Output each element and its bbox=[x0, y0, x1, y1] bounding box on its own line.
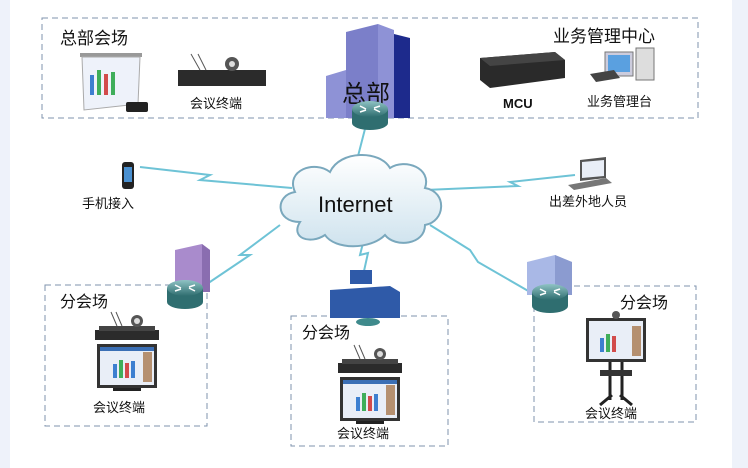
console-label: 业务管理台 bbox=[587, 94, 652, 110]
projector-screen-icon bbox=[80, 53, 148, 112]
mcu-device-icon bbox=[480, 52, 565, 88]
branch-center-terminal-label: 会议终端 bbox=[337, 426, 389, 442]
branch-left-venue-label: 分会场 bbox=[60, 292, 108, 311]
branch-box-center bbox=[290, 315, 449, 447]
remote-staff-label: 出差外地人员 bbox=[549, 195, 627, 210]
diagram-svg: 总部 总部会场 会议终端 业务管理中心 MCU 业务管理台 手机接入 出差外地人… bbox=[41, 17, 699, 447]
branch-box-right bbox=[533, 285, 697, 423]
branch-right-terminal-label: 会议终端 bbox=[585, 406, 637, 422]
hq-router-icon bbox=[351, 100, 389, 131]
management-center-label: 业务管理中心 bbox=[553, 27, 655, 47]
mobile-phone-icon bbox=[122, 162, 134, 189]
mcu-label: MCU bbox=[503, 96, 533, 111]
branch-right-router-icon bbox=[531, 283, 569, 314]
branch-center-terminal-icon bbox=[337, 344, 403, 425]
branch-right-venue-label: 分会场 bbox=[620, 293, 668, 312]
branch-center-venue-label: 分会场 bbox=[302, 323, 350, 342]
branch-left-terminal-icon bbox=[94, 311, 160, 392]
hq-terminal-label: 会议终端 bbox=[190, 96, 242, 112]
branch-building-left-icon bbox=[175, 244, 210, 292]
link-remote bbox=[424, 174, 576, 191]
network-diagram: 总部 总部会场 会议终端 业务管理中心 MCU 业务管理台 手机接入 出差外地人… bbox=[10, 0, 732, 468]
management-console-icon bbox=[590, 47, 655, 82]
link-mobile bbox=[139, 166, 293, 189]
laptop-icon bbox=[568, 157, 612, 190]
hq-venue-label: 总部会场 bbox=[60, 29, 128, 49]
branch-right-terminal-icon bbox=[586, 311, 646, 407]
branch-left-terminal-label: 会议终端 bbox=[93, 400, 145, 416]
hq-building-icon bbox=[326, 24, 410, 118]
branch-building-center-icon bbox=[330, 270, 400, 326]
branch-box-left bbox=[44, 284, 208, 427]
branch-building-right-icon bbox=[527, 255, 572, 295]
internet-cloud-icon bbox=[279, 154, 443, 248]
link-branch-left bbox=[197, 224, 281, 291]
conference-terminal-icon bbox=[178, 53, 266, 86]
link-branch-right bbox=[429, 224, 531, 293]
internet-label: Internet bbox=[318, 192, 393, 217]
mobile-access-label: 手机接入 bbox=[82, 196, 134, 212]
branch-left-router-icon bbox=[166, 279, 204, 310]
